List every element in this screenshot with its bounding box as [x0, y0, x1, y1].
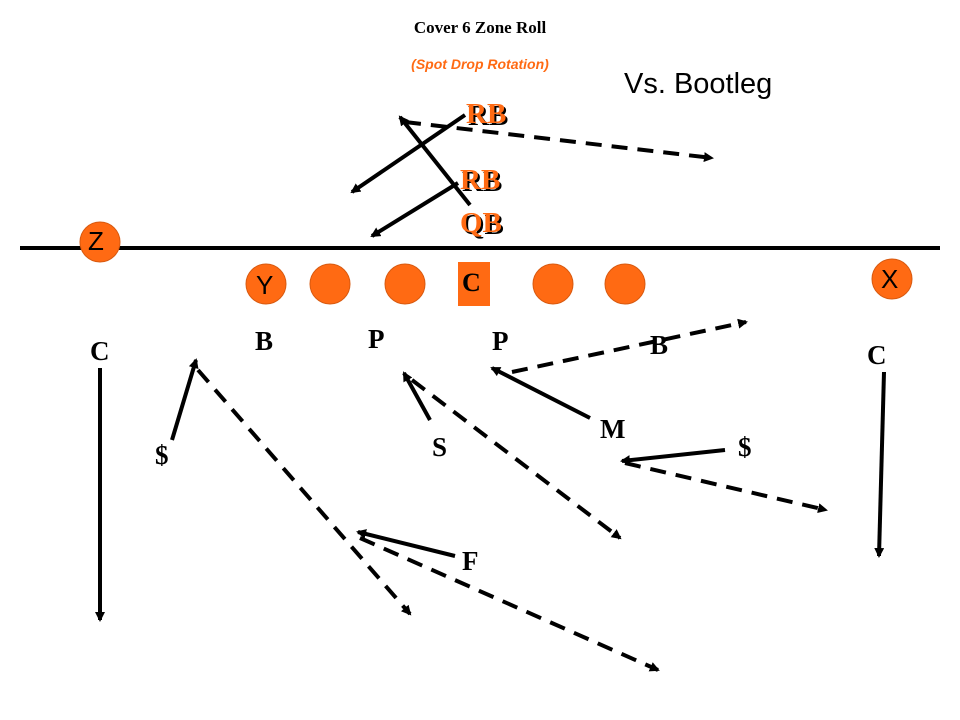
sam-label: S	[432, 432, 448, 462]
backfield-routes	[350, 113, 472, 238]
right-guard-circle	[532, 263, 574, 305]
rb-top-label: RB	[466, 98, 507, 130]
diagram-subtitle: (Spot Drop Rotation)	[411, 56, 549, 72]
versus-note: Vs. Bootleg	[624, 68, 773, 100]
y-tight-end-circle	[245, 263, 287, 305]
rover-right-zone-drop	[624, 461, 828, 514]
rb-mid-route	[370, 181, 460, 238]
left-corner-label: C	[90, 336, 110, 366]
right-end-label: B	[650, 330, 669, 360]
rb-mid-label: RB	[460, 164, 501, 196]
left-rover-label: $	[155, 440, 169, 470]
right-rover-move	[620, 448, 726, 466]
center-square	[458, 262, 490, 306]
free-safety-label: F	[462, 546, 479, 576]
sam-move	[402, 371, 432, 421]
x-label: X	[881, 264, 899, 294]
center-label: C	[462, 268, 481, 297]
free-move	[356, 529, 456, 558]
left-end-label: B	[255, 326, 274, 356]
right-rover-label: $	[738, 432, 752, 462]
free-zone-drop	[359, 536, 660, 672]
end-rush-dash	[511, 318, 748, 374]
x-receiver-circle	[871, 258, 913, 300]
mike-move	[490, 366, 591, 420]
left-rover-move	[170, 358, 199, 441]
right-tackle-label: P	[492, 326, 509, 356]
defense-movements	[95, 358, 886, 622]
qb-label: QB	[460, 207, 502, 239]
right-tackle-circle	[604, 263, 646, 305]
left-tackle-circle	[309, 263, 351, 305]
offensive-line	[79, 221, 913, 306]
zone-drops	[196, 318, 828, 672]
right-corner-label: C	[867, 340, 887, 370]
rover-left-zone-drop	[196, 368, 412, 616]
left-tackle-label: P	[368, 324, 385, 354]
mike-label: M	[600, 414, 626, 444]
left-guard-circle	[384, 263, 426, 305]
diagram-title: Cover 6 Zone Roll	[413, 18, 547, 37]
rb-release-route	[404, 120, 714, 163]
z-label: Z	[88, 226, 104, 256]
right-corner-drop	[874, 371, 886, 558]
sam-zone-drop	[410, 378, 622, 540]
y-label: Y	[256, 270, 274, 300]
qb-boot-route	[398, 115, 472, 207]
z-receiver-circle	[79, 221, 121, 263]
